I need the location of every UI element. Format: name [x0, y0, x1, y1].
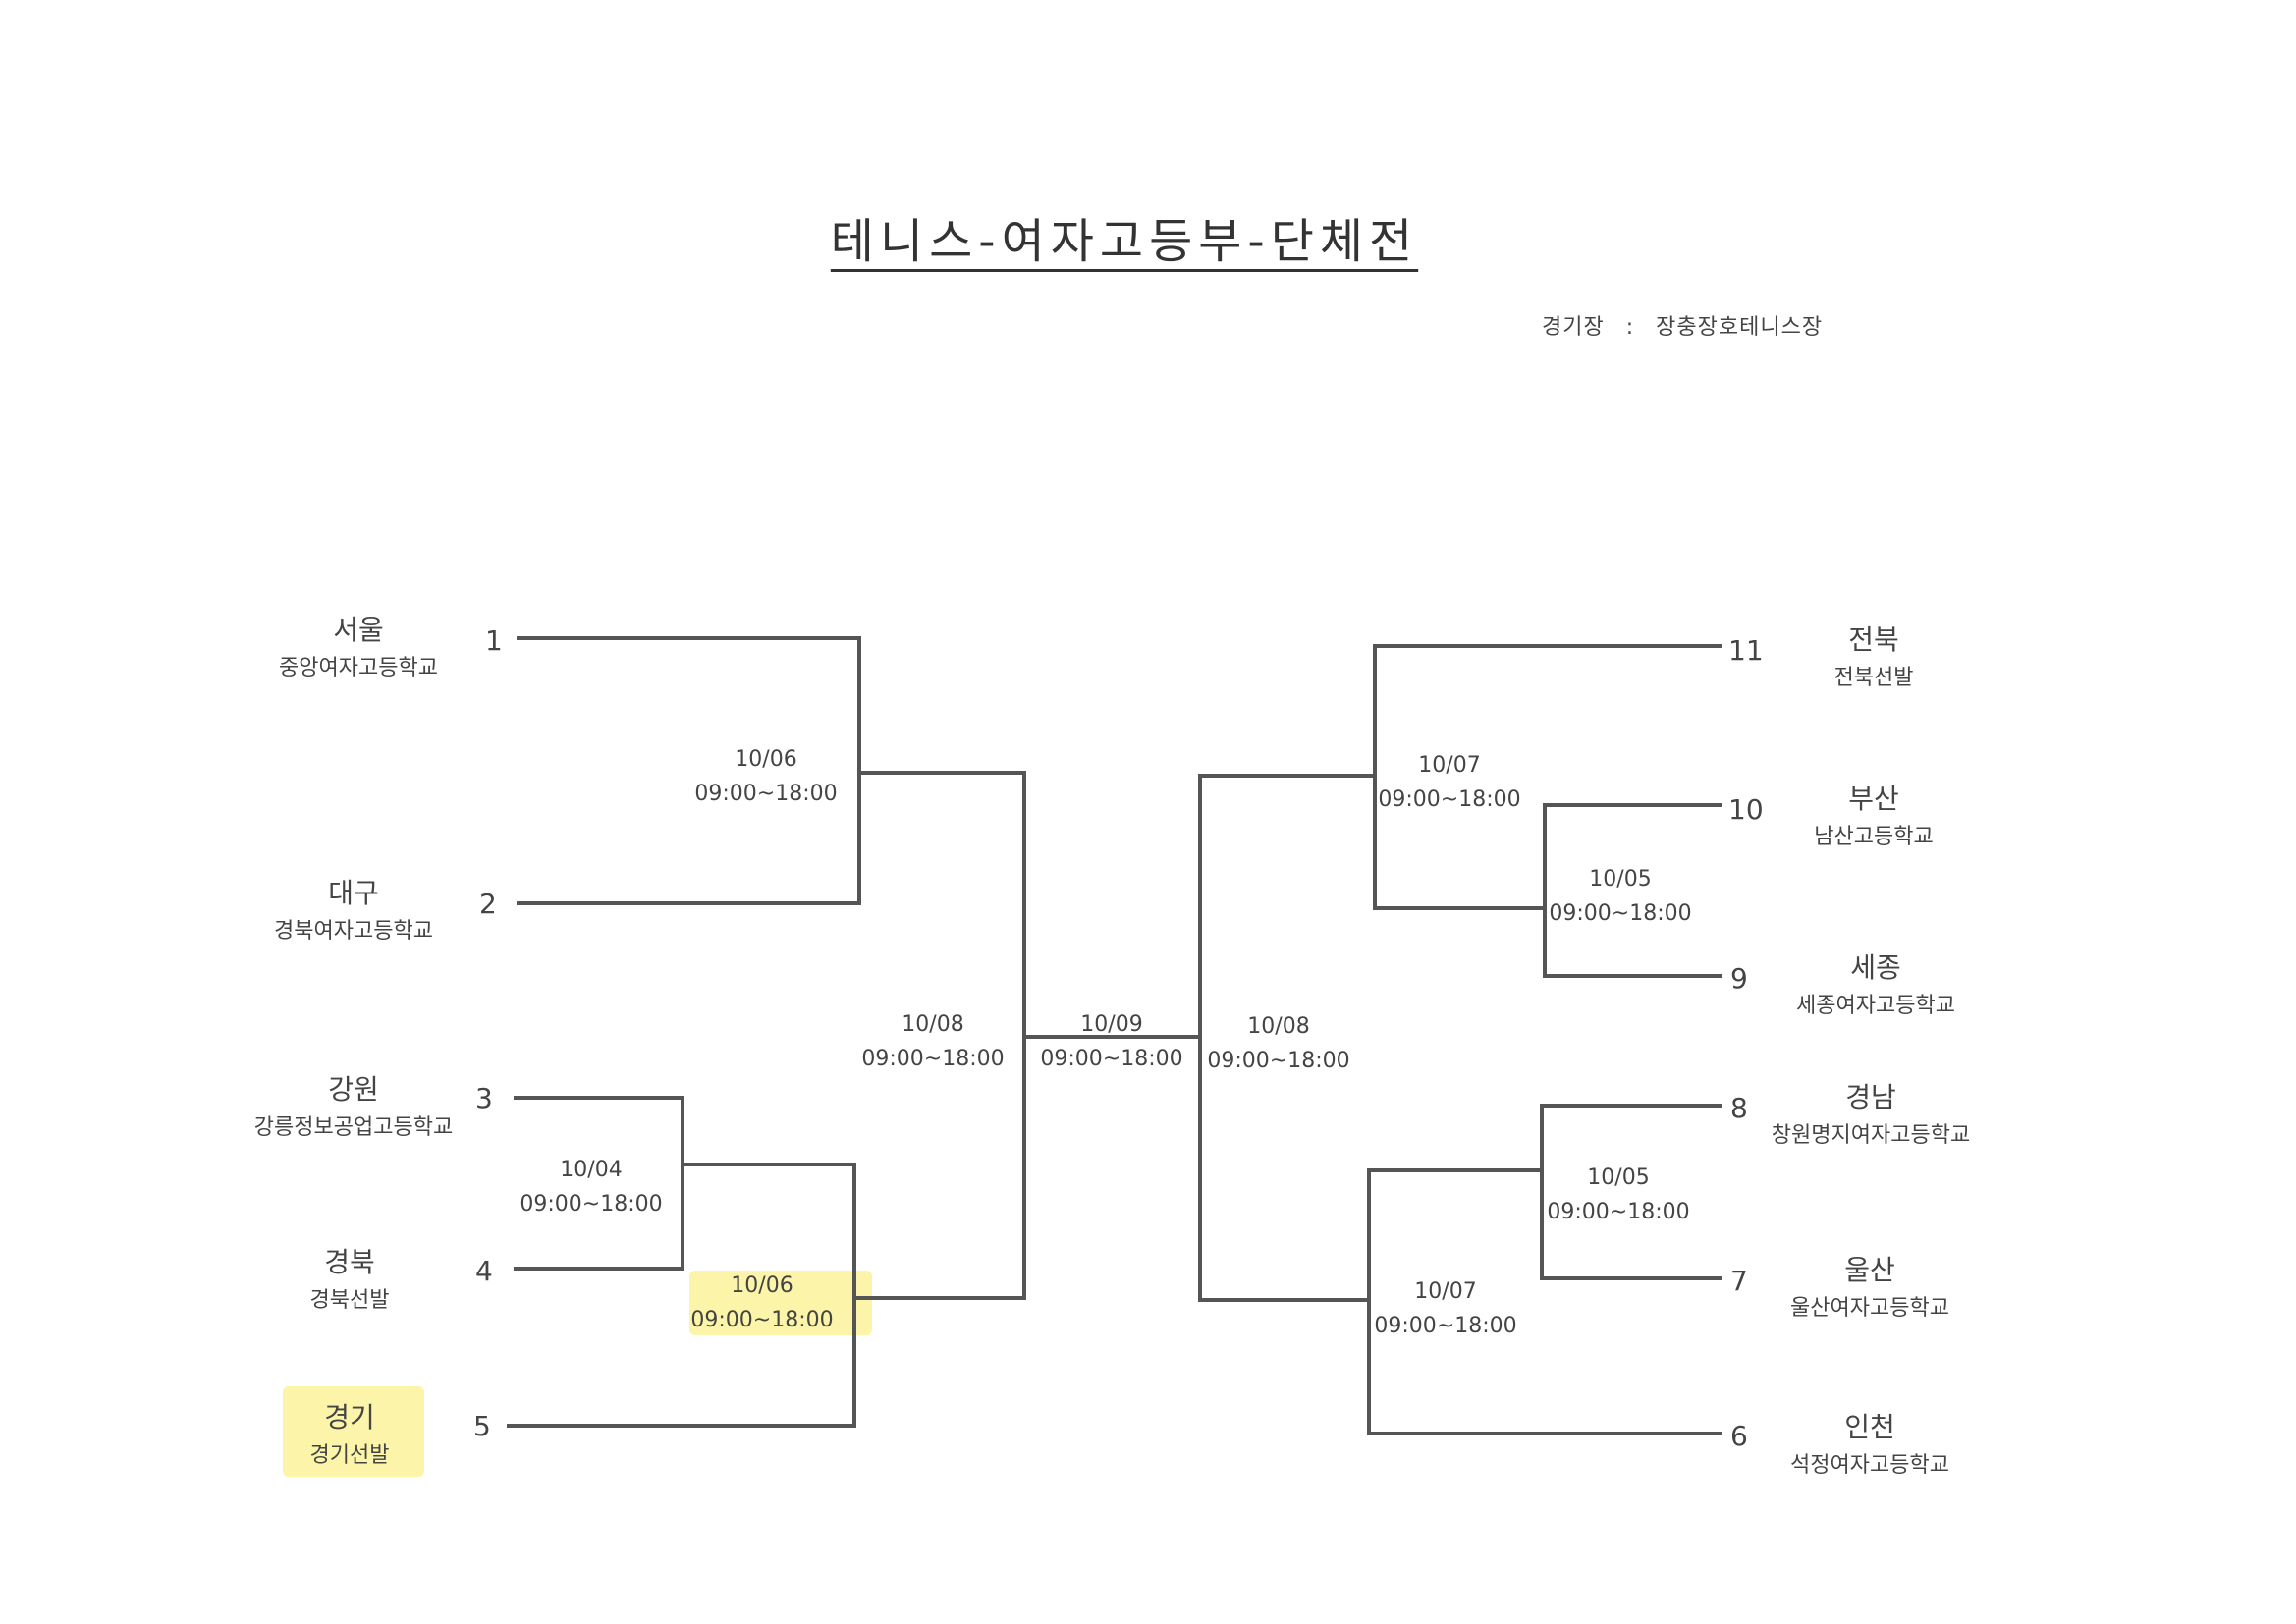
match-time: 09:00~18:00	[1549, 901, 1692, 926]
team-region: 전북	[1848, 623, 1899, 656]
team-11: 전북 전북선발	[1756, 619, 1992, 691]
team-region: 강원	[328, 1073, 379, 1106]
team-school: 전북선발	[1833, 666, 1914, 690]
match-time: 09:00~18:00	[1378, 787, 1521, 812]
team-region: 세종	[1850, 951, 1901, 984]
team-school: 강릉정보공업고등학교	[253, 1115, 454, 1140]
match-date: 10/05	[1587, 1165, 1650, 1190]
team-3: 강원 강릉정보공업고등학교	[216, 1068, 491, 1141]
match-9-label: 10/05 09:00~18:00	[1520, 1161, 1717, 1229]
venue-label: 경기장	[1542, 315, 1605, 340]
match-date: 10/05	[1589, 867, 1652, 892]
team-school: 남산고등학교	[1814, 825, 1934, 849]
highlight-team-5	[283, 1386, 424, 1477]
team-school: 경북여자고등학교	[274, 919, 433, 944]
page-title: 테니스-여자고등부-단체전	[830, 214, 1419, 269]
match-time: 09:00~18:00	[519, 1192, 663, 1217]
team-7: 울산 울산여자고등학교	[1752, 1249, 1988, 1322]
match-date: 10/07	[1414, 1279, 1477, 1304]
match-time: 09:00~18:00	[1374, 1314, 1517, 1338]
match-date: 10/07	[1418, 753, 1481, 778]
venue-info: 경기장: 장충장호테니스장	[1542, 309, 1823, 341]
seed-9: 9	[1730, 962, 1748, 995]
seed-11: 11	[1728, 634, 1764, 667]
match-1-label: 10/06 09:00~18:00	[668, 742, 864, 811]
match-time: 09:00~18:00	[694, 782, 838, 806]
team-region: 대구	[328, 877, 379, 909]
match-time: 09:00~18:00	[690, 1308, 834, 1332]
match-date: 10/09	[1080, 1012, 1143, 1037]
team-region: 부산	[1848, 783, 1899, 815]
match-time: 09:00~18:00	[1207, 1049, 1350, 1073]
seed-7: 7	[1730, 1265, 1748, 1297]
team-school: 창원명지여자고등학교	[1771, 1123, 1971, 1148]
team-8: 경남 창원명지여자고등학교	[1728, 1076, 2013, 1149]
team-school: 석정여자고등학교	[1790, 1453, 1949, 1478]
venue-separator: :	[1625, 315, 1635, 340]
match-4-label: 10/08 09:00~18:00	[835, 1007, 1031, 1076]
match-7-label: 10/07 09:00~18:00	[1351, 748, 1548, 817]
match-date: 10/08	[902, 1012, 964, 1037]
team-school: 경북선발	[309, 1288, 390, 1313]
highlight-match-3	[689, 1271, 872, 1335]
team-region: 서울	[333, 614, 384, 646]
match-date: 10/06	[735, 747, 797, 772]
match-date: 10/06	[731, 1273, 793, 1298]
match-time: 09:00~18:00	[861, 1047, 1005, 1071]
line-match-6	[1198, 774, 1377, 1302]
line-match-2	[514, 1096, 684, 1271]
team-region: 경북	[324, 1246, 375, 1278]
team-school: 중앙여자고등학교	[279, 656, 438, 680]
team-10: 부산 남산고등학교	[1756, 778, 1992, 850]
match-3-label: 10/06 09:00~18:00	[664, 1269, 860, 1337]
team-region: 경남	[1845, 1081, 1896, 1113]
team-school: 경기선발	[309, 1443, 390, 1468]
match-date: 10/04	[560, 1158, 623, 1182]
team-2: 대구 경북여자고등학교	[236, 872, 471, 945]
match-time: 09:00~18:00	[1040, 1047, 1183, 1071]
seed-4: 4	[475, 1255, 493, 1287]
team-5: 경기 경기선발	[232, 1396, 467, 1469]
venue-name: 장충장호테니스장	[1656, 315, 1824, 340]
team-region: 울산	[1844, 1254, 1895, 1286]
match-time: 09:00~18:00	[1547, 1200, 1690, 1224]
seed-5: 5	[473, 1410, 491, 1442]
line-match-7	[1373, 644, 1722, 910]
seed-8: 8	[1730, 1092, 1748, 1124]
team-school: 울산여자고등학교	[1790, 1296, 1949, 1321]
match-final-label: 10/09 09:00~18:00	[1013, 1007, 1210, 1076]
team-school: 세종여자고등학교	[1796, 994, 1955, 1018]
line-match-9	[1540, 1104, 1722, 1280]
seed-6: 6	[1730, 1420, 1748, 1452]
team-9: 세종 세종여자고등학교	[1758, 947, 1994, 1019]
team-6: 인천 석정여자고등학교	[1752, 1406, 1988, 1479]
team-region: 경기	[324, 1401, 375, 1434]
seed-1: 1	[485, 624, 503, 657]
match-6-label: 10/08 09:00~18:00	[1180, 1009, 1377, 1078]
team-1: 서울 중앙여자고등학교	[241, 609, 476, 681]
team-region: 인천	[1844, 1411, 1895, 1443]
match-10-label: 10/07 09:00~18:00	[1347, 1274, 1544, 1343]
seed-10: 10	[1728, 793, 1764, 826]
team-4: 경북 경북선발	[232, 1241, 467, 1314]
line-match-10	[1367, 1168, 1722, 1435]
seed-2: 2	[479, 888, 497, 920]
match-date: 10/08	[1247, 1014, 1310, 1039]
seed-3: 3	[475, 1082, 493, 1114]
line-match-3	[507, 1163, 856, 1428]
match-8-label: 10/05 09:00~18:00	[1522, 862, 1719, 931]
line-match-8	[1543, 803, 1722, 978]
match-2-label: 10/04 09:00~18:00	[493, 1153, 689, 1221]
